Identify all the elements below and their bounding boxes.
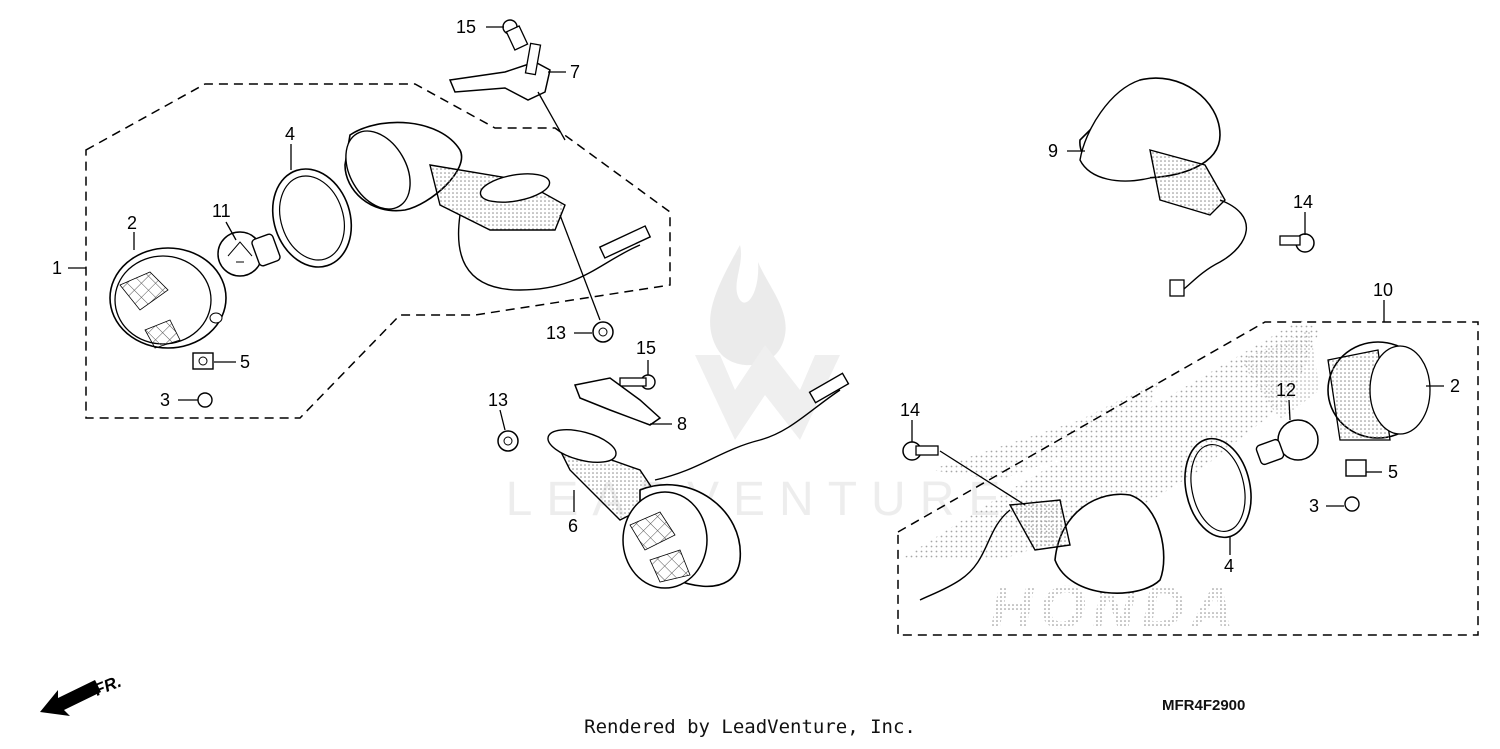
callout-13-bottom: 13	[488, 390, 508, 410]
callout-2-right: 2	[1450, 376, 1460, 396]
housing-part-6	[547, 372, 850, 589]
diagram-code: MFR4F2900	[1162, 697, 1246, 714]
callout-12: 12	[1276, 380, 1296, 400]
callout-15-mid: 15	[636, 338, 656, 358]
callout-4-right: 4	[1224, 556, 1234, 576]
callout-13-top: 13	[546, 323, 566, 343]
callout-15-top: 15	[456, 17, 476, 37]
grommet-part-13-top	[592, 321, 614, 343]
screw-part-15-top	[502, 19, 529, 51]
lens-part-2-right	[1327, 341, 1431, 441]
callout-5-left: 5	[240, 352, 250, 372]
screw-part-3-left	[197, 392, 213, 408]
nut-part-5-left	[192, 352, 214, 370]
nut-part-5-right	[1345, 459, 1367, 477]
housing-upper-left	[344, 121, 652, 291]
footer-credit: Rendered by LeadVenture, Inc.	[584, 716, 916, 738]
housing-right-lower	[919, 493, 1165, 601]
callout-5-right: 5	[1388, 462, 1398, 482]
screw-part-3-right	[1344, 496, 1360, 512]
callout-labels: 1 2 2 3 3 4 4 5 5 6 7 8 9 10 11 12 13 13…	[52, 17, 1460, 576]
ring-part-4-left	[271, 168, 353, 268]
callout-4-left: 4	[285, 124, 295, 144]
direction-label: FR.	[91, 672, 124, 700]
housing-part-9	[1079, 77, 1248, 297]
lens-part-2-left	[109, 247, 227, 349]
bracket-part-8	[573, 377, 662, 426]
callout-10: 10	[1373, 280, 1393, 300]
callout-9: 9	[1048, 141, 1058, 161]
bracket-part-7	[448, 42, 551, 101]
ring-part-4-right	[1184, 437, 1252, 539]
assembly-boundary-10	[897, 321, 1479, 636]
screw-part-14-top	[1279, 233, 1315, 253]
grommet-part-13-bottom	[497, 430, 519, 452]
callout-2-left: 2	[127, 213, 137, 233]
assembly-boundary-1	[85, 83, 671, 419]
callout-8: 8	[677, 414, 687, 434]
leader-lines	[68, 26, 1444, 555]
callout-14-right: 14	[900, 400, 920, 420]
callout-11: 11	[212, 201, 231, 221]
callout-3-right: 3	[1309, 496, 1319, 516]
screw-part-15-mid	[619, 374, 656, 390]
bulb-part-11	[217, 231, 281, 277]
callout-3-left: 3	[160, 390, 170, 410]
callout-7: 7	[570, 62, 580, 82]
callout-14-top: 14	[1293, 192, 1313, 212]
callout-1: 1	[52, 258, 62, 278]
callout-6: 6	[568, 516, 578, 536]
front-direction-arrow: FR.	[40, 672, 124, 716]
screw-part-14-right	[902, 441, 939, 461]
bulb-part-12	[1255, 419, 1319, 466]
